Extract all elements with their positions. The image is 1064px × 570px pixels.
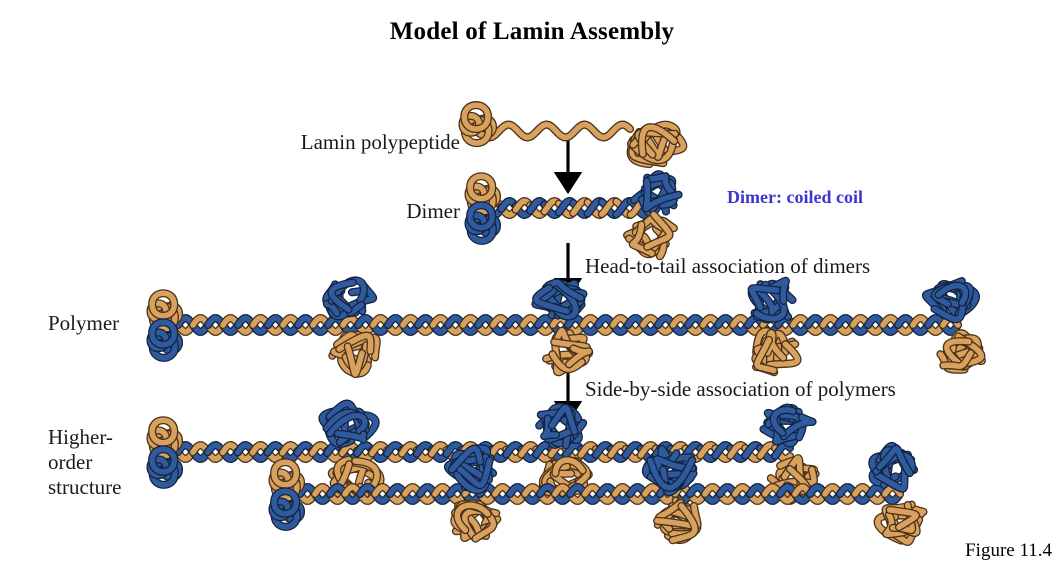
label-higher-order-structure: Higher- order structure — [48, 425, 121, 500]
caption-head-to-tail: Head-to-tail association of dimers — [585, 254, 871, 278]
annotation-dimer-coiled-coil: Dimer: coiled coil — [727, 187, 863, 207]
label-dimer: Dimer — [406, 199, 460, 223]
page-title: Model of Lamin Assembly — [389, 18, 675, 45]
label-polymer: Polymer — [48, 311, 120, 335]
higher-order-line-1: Higher- — [48, 425, 113, 449]
molecular-structures — [146, 101, 986, 546]
higher-order-line-3: structure — [48, 475, 122, 499]
higher-order-line-2: order — [48, 450, 93, 474]
figure-number: Figure 11.4 — [965, 540, 1052, 561]
label-lamin-polypeptide: Lamin polypeptide — [300, 130, 460, 154]
caption-side-by-side: Side-by-side association of polymers — [585, 377, 896, 401]
